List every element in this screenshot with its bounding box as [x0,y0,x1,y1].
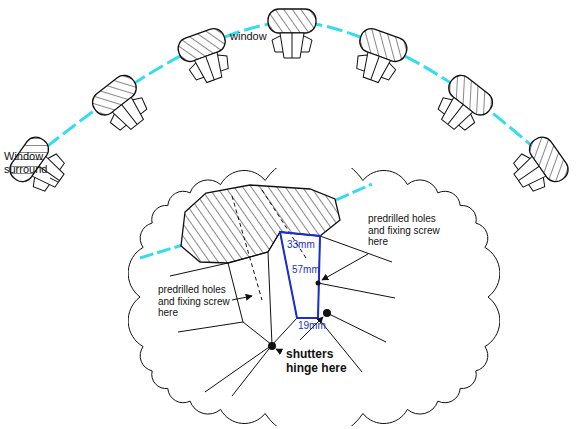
drawing-stroke [140,244,186,258]
drawing-stroke [50,178,395,396]
window-surround [268,9,316,58]
window-surround [88,71,156,139]
drawing-stroke [50,178,58,182]
drawing-stroke [280,232,320,318]
dimension: 33mm [287,239,315,251]
drawing-stroke [232,196,262,300]
drawing-stroke [268,342,276,350]
window-surround [505,133,573,200]
note: predrilled holes and fixing screw here [158,284,236,319]
drawing-stroke [170,263,272,396]
label: Window surround [4,150,50,175]
drawing-stroke [6,9,573,200]
shutter-blocks [187,49,233,86]
window-surround [348,26,410,88]
drawing-stroke [316,281,321,286]
drawing-stroke [280,232,320,318]
window-surround [429,71,497,139]
drawing-stroke [322,254,368,280]
window-glass [30,22,548,160]
dimension: 19mm [298,320,326,332]
drawing-stroke [228,252,272,345]
cloud-outline [128,168,500,426]
shutter-blocks [272,33,312,58]
drawing-stroke [276,349,282,352]
drawing-stroke [181,185,340,263]
note: predrilled holes and fixing screw here [368,213,446,248]
shutter-blocks [106,92,153,136]
detail-cloud: 33mm predrilled holes and fixing screw he… [128,168,500,426]
dimension: 57mm [292,264,320,276]
shutter-blocks [507,150,550,197]
drawing-stroke [232,296,252,300]
surround-section [268,9,316,33]
note: shutters hinge here [286,348,348,376]
label: window [230,30,290,43]
shutter-blocks [432,92,479,136]
drawing-stroke [336,184,372,200]
window-surround [175,26,237,88]
shutter-blocks [352,49,398,86]
drawing-stroke [323,309,331,317]
